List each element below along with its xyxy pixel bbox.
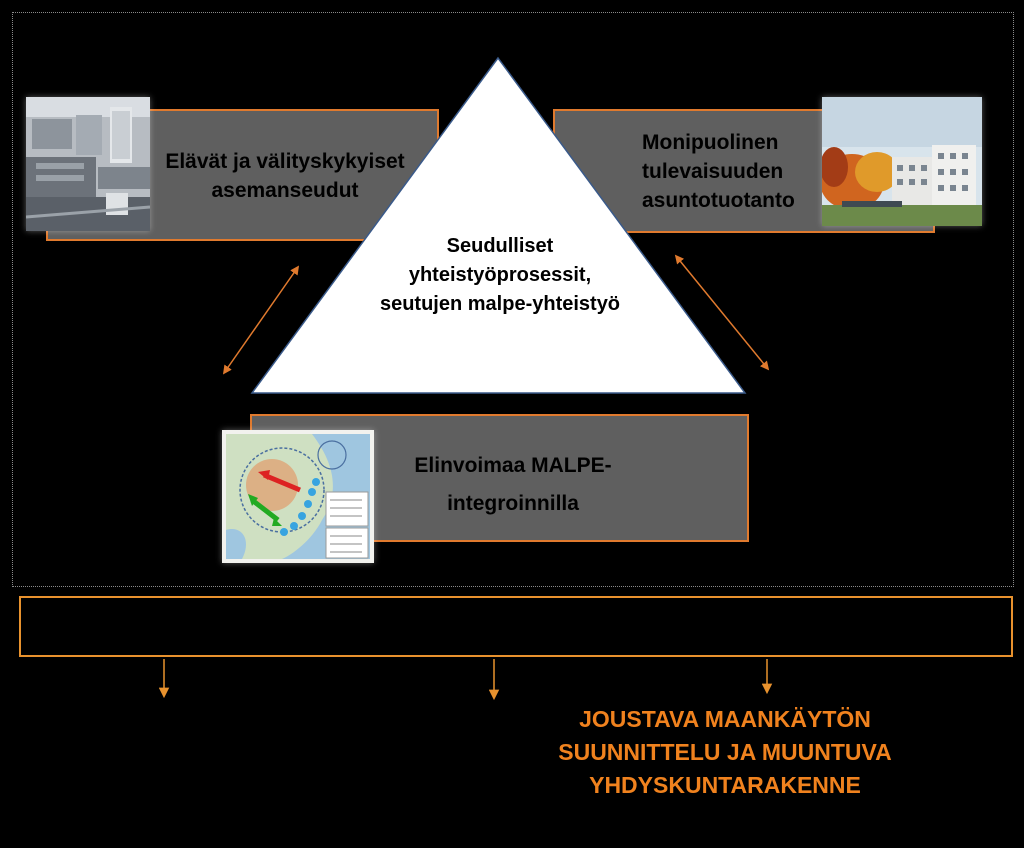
regional-map-photo (222, 430, 374, 563)
city-aerial-photo (26, 97, 150, 231)
triangle-label: Seudulliset yhteistyöprosessit, seutujen… (330, 232, 670, 319)
bottom-heading-line-3: YHDYSKUNTARAKENNE (589, 772, 861, 798)
housing-rendering-photo-art (822, 97, 982, 226)
box-malpe-integration-line-1: Elinvoimaa MALPE- (414, 454, 612, 477)
box-station-areas-line-2: asemanseudut (211, 179, 359, 202)
arrow-left-connector (222, 265, 300, 375)
box-housing-production-line-2: tulevaisuuden (642, 160, 784, 183)
box-housing-production-label: Monipuolinen tulevaisuuden asuntotuotant… (642, 128, 822, 215)
box-malpe-integration-label: Elinvoimaa MALPE- integroinnilla (378, 447, 648, 523)
diagram-frame (12, 12, 1014, 587)
box-station-areas-line-1: Elävät ja välityskykyiset (165, 150, 405, 173)
bottom-heading-line-2: SUUNNITTELU JA MUUNTUVA (558, 739, 892, 765)
box-station-areas-label: Elävät ja välityskykyiset asemanseudut (150, 147, 420, 205)
box-housing-production-line-3: asuntotuotanto (642, 189, 795, 212)
regional-map-photo-art (222, 430, 374, 563)
box-malpe-integration-line-2: integroinnilla (447, 492, 579, 515)
central-triangle (250, 56, 747, 394)
box-housing-production-line-1: Monipuolinen (642, 131, 779, 154)
housing-rendering-photo (822, 97, 982, 226)
city-aerial-photo-art (26, 97, 150, 231)
triangle-label-line-3: seutujen malpe-yhteistyö (379, 293, 621, 315)
empty-outline-box (19, 596, 1013, 657)
triangle-label-line-1: Seudulliset (446, 235, 554, 257)
bottom-heading: JOUSTAVA MAANKÄYTÖN SUUNNITTELU JA MUUNT… (520, 703, 930, 802)
bottom-heading-line-1: JOUSTAVA MAANKÄYTÖN (579, 706, 871, 732)
triangle-label-line-2: yhteistyöprosessit, (408, 264, 592, 286)
arrow-right-connector (674, 254, 770, 371)
